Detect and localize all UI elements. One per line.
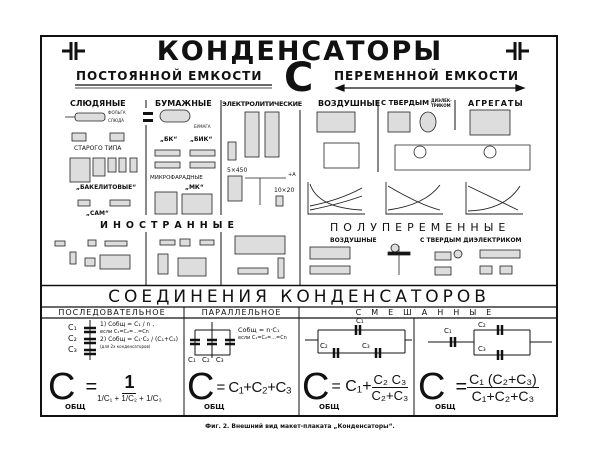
label-mica: СЛЮДА — [108, 118, 124, 123]
c3-label: C₃ — [68, 345, 77, 354]
total-subscript: ОБЩ — [319, 403, 340, 411]
mixed-label: СМЕШАННЫЕ — [355, 308, 502, 317]
series-label: ПОСЛЕДОВАТЕЛЬНОЕ — [58, 308, 166, 317]
semi-solid-label: С ТВЕРДЫМ ДИЭЛЕКТРИКОМ — [420, 237, 522, 244]
denominator: C₂+C₃ — [371, 387, 409, 403]
c2-label: C₂ — [320, 342, 328, 350]
parallel-formula-1: Cобщ = n·C₁ — [238, 326, 280, 334]
fixed-capacity-heading: ПОСТОЯННОЙ ЕМКОСТИ — [76, 69, 263, 83]
connections-title: СОЕДИНЕНИЯ КОНДЕНСАТОРОВ — [108, 287, 490, 307]
c1-label: C₁ — [444, 327, 452, 335]
equals: = — [455, 375, 468, 398]
parallel-formula: C ОБЩ = C₁+C₂+C₃ — [187, 366, 292, 411]
parallel-notes: Cобщ = n·C₁ если C₁=C₂=...=Cn — [238, 326, 287, 342]
c3-label: C₃ — [478, 345, 486, 353]
capacity-symbol: C — [284, 55, 314, 101]
denominator: 1/C₁ + 1/C₂ + 1/C₃ — [97, 393, 162, 403]
denominator: C₁+C₂+C₃ — [471, 387, 535, 404]
label-10x20: 10×20 — [274, 187, 295, 194]
series-formula-2-note: (для 2х конденсаторов) — [100, 343, 151, 349]
c2-label: C₂ — [68, 334, 77, 343]
figure-caption: Фиг. 2. Внешний вид макет-плаката „Конде… — [205, 423, 395, 430]
category-solid-dielectric: ДИЭЛЕК-ТРИКОМ — [431, 98, 452, 108]
series-formula-2: 2) Cобщ = C₁·C₂ / (C₁+C₂) — [100, 336, 178, 343]
parallel-label: ПАРАЛЛЕЛЬНОЕ — [201, 308, 282, 317]
double-arrow-icon — [334, 84, 526, 92]
semi-air-label: ВОЗДУШНЫЕ — [330, 237, 377, 244]
label-plus-a: +A — [288, 172, 296, 178]
label-microfarad: МИКРОФАРАДНЫЕ — [150, 175, 203, 181]
c-symbol: C — [418, 366, 446, 408]
series-formula-1: 1) Cобщ = C₁ / n , — [100, 321, 155, 328]
label-bik: „БИК“ — [190, 136, 213, 143]
numerator: 1 — [122, 371, 137, 394]
capacitor-symbol-icon — [506, 42, 529, 60]
category-paper: БУМАЖНЫЕ — [155, 99, 212, 108]
parallel-capacitor-labels: C₁ C₂ C₃ — [188, 356, 224, 364]
parallel-sum: = C₁+C₂+C₃ — [216, 378, 292, 396]
c1-label: C₁ — [188, 356, 196, 364]
label-old-type: СТАРОГО ТИПА — [74, 145, 122, 152]
series-capacitor-labels: C₁ C₂ C₃ — [68, 322, 77, 355]
label-sam: „САМ“ — [86, 210, 109, 217]
category-air: ВОЗДУШНЫЕ — [318, 99, 381, 108]
category-solid: С ТВЕРДЫМ — [381, 99, 430, 107]
c-symbol: C — [48, 366, 76, 408]
capacitor-symbol-icon — [62, 42, 85, 60]
category-units: АГРЕГАТЫ — [468, 99, 524, 108]
label-foil: ФОЛЬГА — [108, 110, 126, 115]
semi-variable-heading: ПОЛУПЕРЕМЕННЫЕ — [330, 221, 511, 234]
label-5x450: 5×450 — [227, 167, 248, 174]
c3-label: C₃ — [215, 356, 224, 364]
label-bk: „БК“ — [160, 136, 178, 143]
c-symbol: C — [187, 366, 215, 408]
label-mk: „МК“ — [185, 184, 204, 191]
numerator: C₂ C₃ — [371, 371, 409, 388]
c-symbol: C — [302, 366, 330, 408]
category-mica: СЛЮДЯНЫЕ — [70, 99, 126, 108]
foreign-heading: ИНОСТРАННЫЕ — [100, 220, 239, 231]
c2-label: C₂ — [201, 356, 210, 364]
c3-label: C₃ — [362, 342, 370, 350]
poster-title: КОНДЕНСАТОРЫ — [156, 36, 444, 67]
parallel-formula-1-condition: если C₁=C₂=...=Cn — [238, 335, 287, 341]
label-paper: БУМАГА — [194, 124, 211, 129]
numerator: C₁ (C₂+C₃) — [467, 370, 539, 388]
c1-label: C₁ — [68, 323, 77, 332]
total-subscript: ОБЩ — [204, 403, 225, 411]
series-formula-1-condition: если C₁=C₂=...=Cn — [100, 328, 149, 335]
total-subscript: ОБЩ — [65, 403, 86, 411]
series-notes: 1) Cобщ = C₁ / n , если C₁=C₂=...=Cn 2) … — [100, 321, 182, 350]
capacitance-graphs — [307, 182, 523, 215]
label-bakelite: „БАКЕЛИТОВЫЕ“ — [76, 184, 137, 191]
category-electrolytic: ЭЛЕКТРОЛИТИЧЕСКИЕ — [222, 100, 302, 108]
component-sketches — [54, 109, 521, 279]
c2-label: C₂ — [478, 321, 486, 329]
variable-capacity-heading: ПЕРЕМЕННОЙ ЕМКОСТИ — [334, 69, 520, 83]
mixed-a-lhs: = C₁+ — [331, 378, 372, 395]
c1-label: C₁ — [356, 317, 364, 325]
mixed-b-formula: C ОБЩ = C₁ (C₂+C₃)C₁+C₂+C₃ — [418, 366, 539, 411]
total-subscript: ОБЩ — [435, 403, 456, 411]
